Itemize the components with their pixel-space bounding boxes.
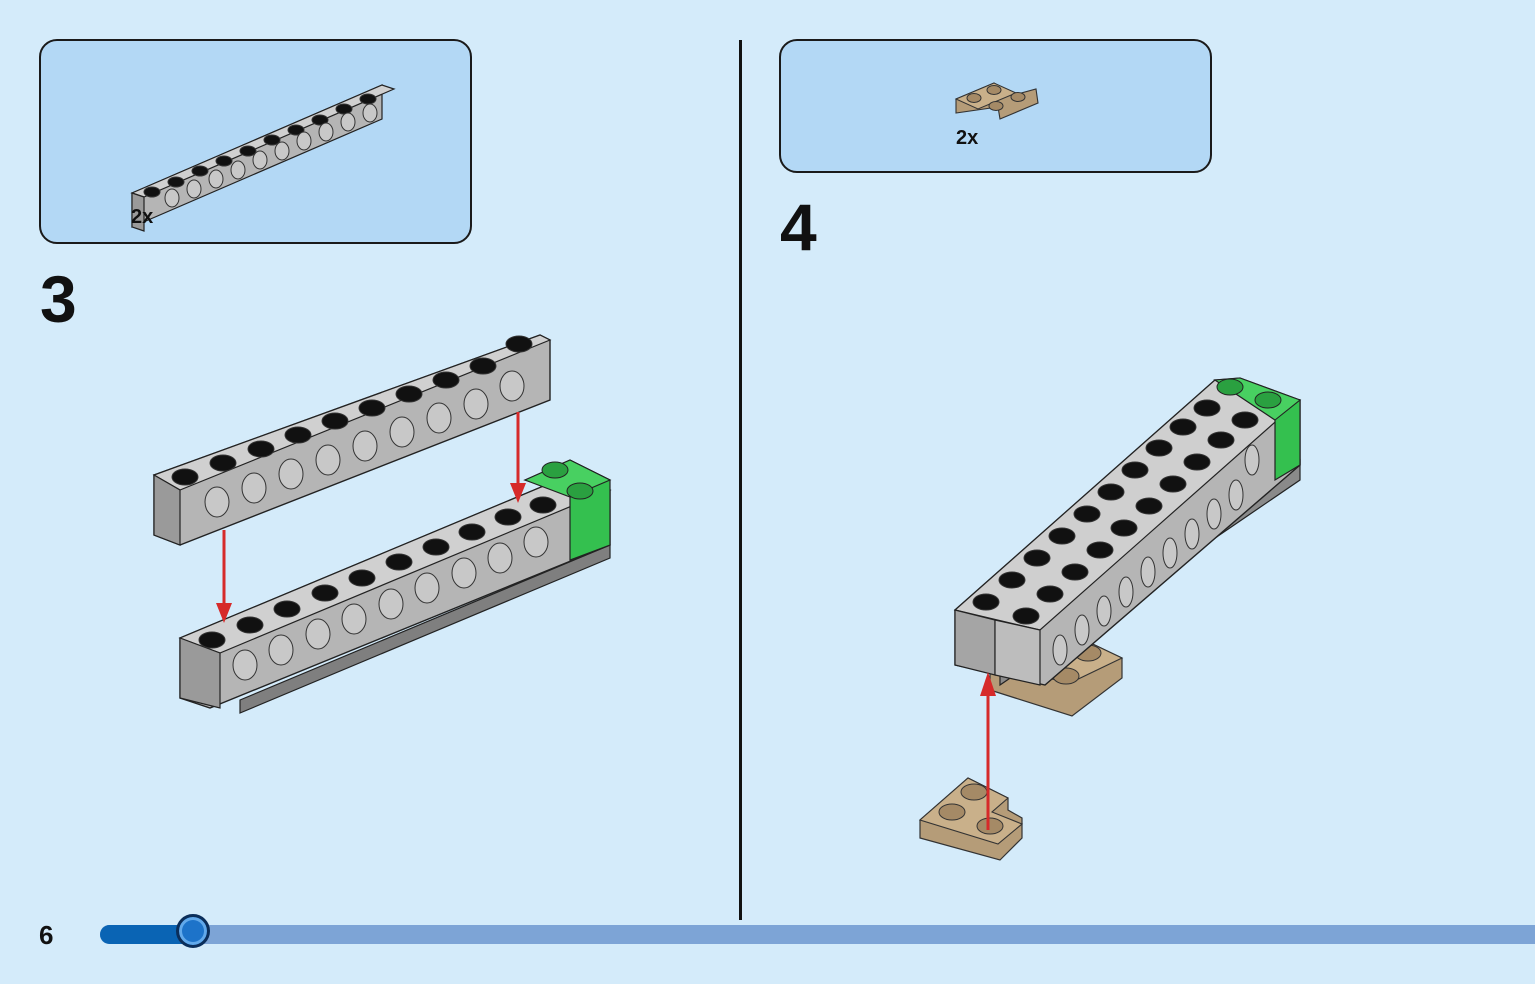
corner-plate-part-icon bbox=[954, 82, 1039, 120]
assembly-arrows bbox=[216, 412, 526, 623]
part-quantity: 2x bbox=[956, 127, 979, 149]
assembly-arrow bbox=[980, 672, 996, 830]
step-number: 4 bbox=[780, 190, 817, 264]
step-3-assembly-illustration bbox=[152, 334, 612, 714]
step-number: 3 bbox=[40, 262, 77, 336]
upper-beam bbox=[152, 334, 552, 546]
progress-indicator bbox=[176, 914, 211, 948]
step-4-assembly-illustration bbox=[918, 377, 1302, 861]
parts-callout-step-4: 2x bbox=[779, 39, 1212, 173]
lower-beam-assembly bbox=[178, 459, 612, 714]
double-beam-assembly bbox=[953, 377, 1302, 687]
step-divider bbox=[739, 40, 742, 920]
parts-callout-step-3: 2x bbox=[39, 39, 472, 244]
progress-track bbox=[100, 925, 1535, 944]
part-quantity: 2x bbox=[131, 206, 154, 228]
page-number: 6 bbox=[39, 920, 54, 950]
progress-fill bbox=[100, 925, 194, 944]
technic-beam-part-icon bbox=[130, 84, 396, 232]
loose-corner-plate bbox=[918, 777, 1024, 861]
